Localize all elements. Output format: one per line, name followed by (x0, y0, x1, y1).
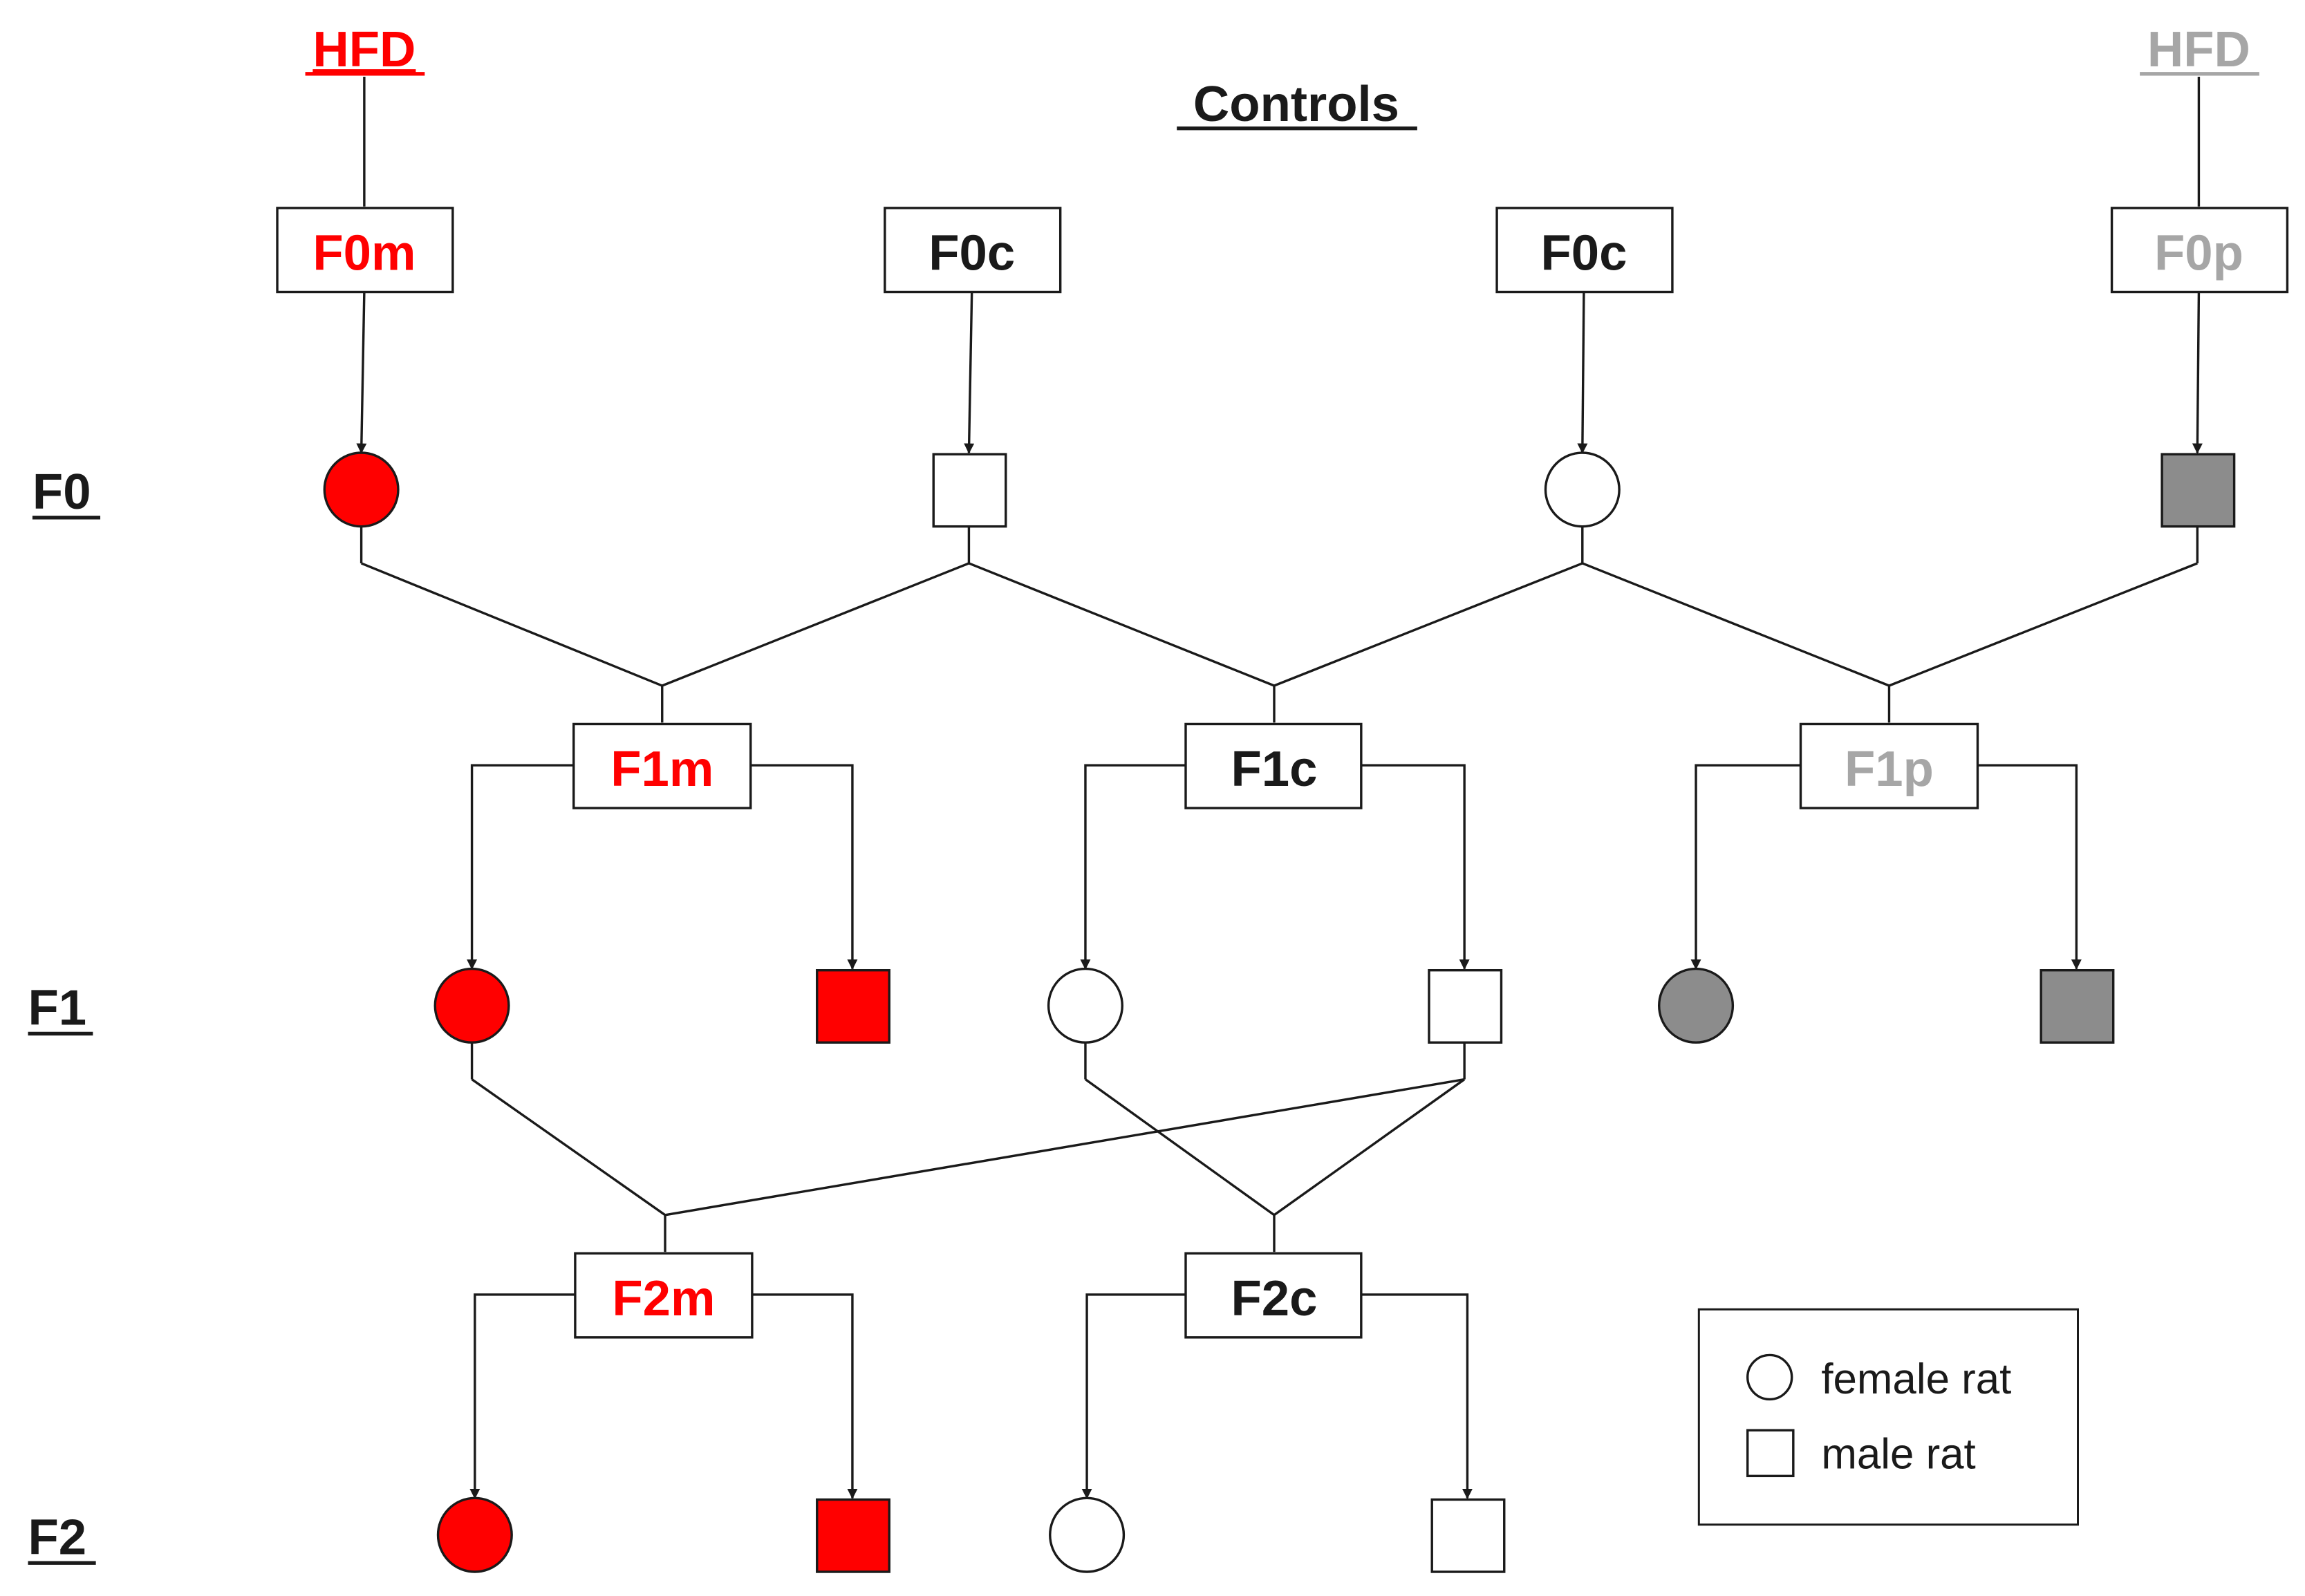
f1p-female-symbol (1658, 967, 1735, 1044)
group-box-f1m: F1m (572, 722, 752, 809)
arrow-f2c-to-male (1361, 1293, 1473, 1499)
arrow-f1m-to-female (467, 764, 574, 970)
arrow-f1c-to-male (1361, 764, 1470, 970)
arrow-f1p-to-female (1690, 764, 1801, 970)
group-box-f1p: F1p (1799, 722, 1979, 809)
group-label-f1c: F1c (1231, 741, 1317, 797)
group-box-f0m: F0m (276, 207, 454, 294)
mating-line-f1m (360, 562, 970, 687)
f2c-male-symbol (1430, 1498, 1506, 1573)
arrow-f2m-to-male (752, 1293, 858, 1499)
arrow-f0c-to-male (964, 292, 975, 454)
legend-female-symbol (1746, 1353, 1793, 1401)
f0-female-control-symbol (1544, 451, 1621, 528)
f1m-male-symbol (816, 968, 890, 1044)
legend-female-label: female rat (1821, 1355, 2011, 1403)
arrow-f2m-to-female (469, 1293, 575, 1499)
f1m-female-symbol (433, 967, 510, 1044)
mating-line-f1c (968, 562, 1583, 687)
arrow-f1m-to-male (750, 764, 858, 970)
header-hfd-maternal: HFD (312, 21, 416, 77)
group-label-f1m: F1m (610, 741, 713, 797)
group-label-f0c-female: F0c (1540, 225, 1627, 281)
f2c-female-symbol (1049, 1496, 1126, 1573)
f1c-female-symbol (1047, 967, 1123, 1044)
mating-line-f2m (471, 1078, 1465, 1217)
arrow-f1c-to-female (1080, 764, 1186, 970)
generation-label-f2: F2 (28, 1509, 87, 1565)
legend-male-symbol (1746, 1429, 1795, 1478)
group-box-f1c: F1c (1184, 722, 1363, 809)
f2m-female-symbol (436, 1496, 513, 1573)
arrow-f0c-to-female (1577, 292, 1588, 454)
f0-female-hfd-symbol (323, 451, 400, 528)
arrow-f0m-to-female (356, 292, 367, 454)
f2m-male-symbol (816, 1498, 890, 1573)
f1c-male-symbol (1428, 968, 1503, 1044)
group-label-f1p: F1p (1845, 741, 1934, 797)
legend: female rat male rat (1697, 1308, 2079, 1526)
group-label-f0m: F0m (312, 225, 416, 281)
mating-line-f1p (1582, 562, 2198, 687)
group-label-f2m: F2m (612, 1270, 715, 1326)
group-box-f0c-female: F0c (1495, 207, 1674, 294)
group-box-f2c: F2c (1184, 1252, 1363, 1339)
f0-male-control-symbol (932, 453, 1007, 528)
group-label-f0c-male: F0c (928, 225, 1015, 281)
mating-line-f2c (1084, 1078, 1466, 1217)
legend-box (1697, 1308, 2079, 1526)
arrow-f0p-to-male (2192, 292, 2203, 454)
group-box-f2m: F2m (574, 1252, 754, 1339)
group-box-f0c-male: F0c (884, 207, 1062, 294)
generation-label-f1: F1 (28, 980, 87, 1036)
group-box-f0p: F0p (2110, 207, 2289, 294)
arrow-f1p-to-male (1977, 764, 2082, 970)
header-hfd-paternal: HFD (2147, 21, 2250, 77)
generation-label-f0: F0 (32, 464, 91, 520)
group-label-f0p: F0p (2154, 225, 2243, 281)
connectors (356, 77, 2203, 1499)
f0-male-hfd-symbol (2161, 453, 2236, 528)
group-label-f2c: F2c (1231, 1270, 1317, 1326)
legend-male-label: male rat (1821, 1431, 1975, 1478)
f1p-male-symbol (2040, 968, 2115, 1044)
header-controls: Controls (1193, 76, 1399, 132)
arrow-f2c-to-female (1081, 1293, 1186, 1499)
